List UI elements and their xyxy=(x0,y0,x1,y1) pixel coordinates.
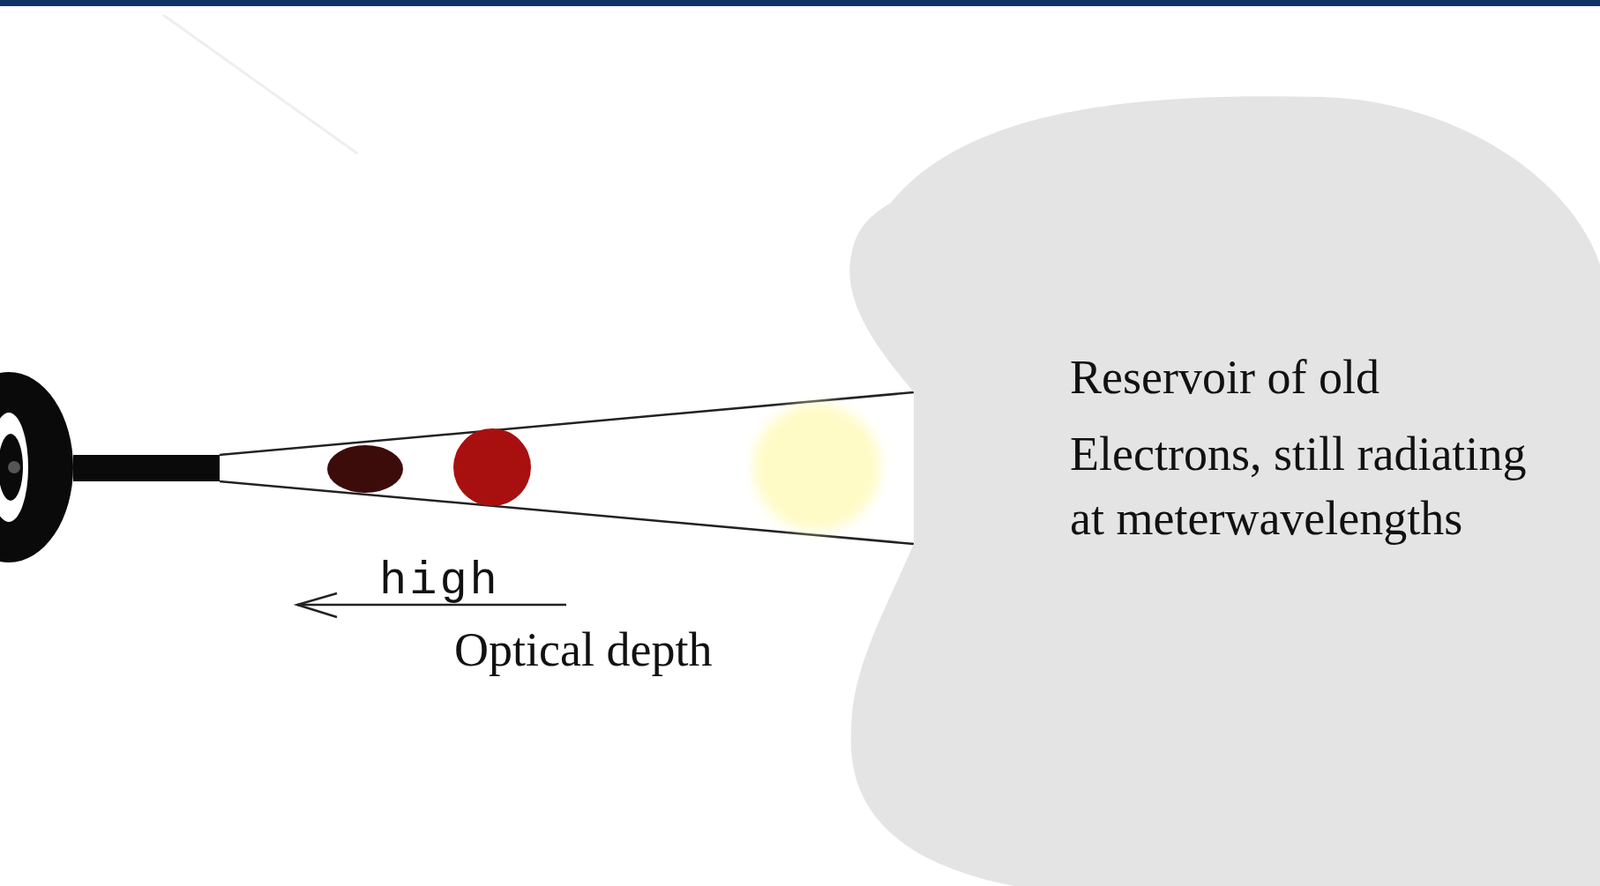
node-text: at meterwavelengths xyxy=(1069,491,1463,546)
electron-reservoir: Reservoir of oldElectrons, still radiati… xyxy=(842,88,1600,886)
dark-blob xyxy=(327,445,404,494)
axis-label: Optical depth xyxy=(454,624,712,677)
depth-arrowhead xyxy=(297,593,337,618)
red-blob xyxy=(453,428,531,507)
blob-outline xyxy=(842,88,1600,886)
depth-direction-label: high xyxy=(379,556,501,607)
pale-blob xyxy=(753,403,881,531)
galaxy-disk xyxy=(0,372,74,563)
node-text: Electrons, still radiating xyxy=(1069,426,1526,482)
faint-line xyxy=(163,14,358,154)
jet-base xyxy=(73,455,220,482)
blob-shape xyxy=(849,96,1600,886)
top-bar xyxy=(0,0,1600,7)
node-text: Reservoir of old xyxy=(1069,350,1380,405)
